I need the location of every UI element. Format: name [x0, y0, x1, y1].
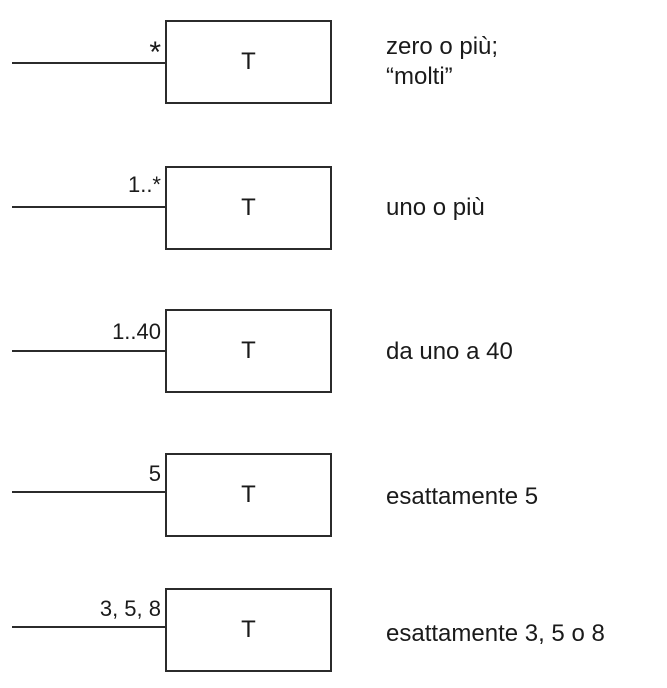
class-name: T — [241, 194, 256, 221]
multiplicity-row-exactly-3-5-8: 3, 5, 8 T esattamente 3, 5 o 8 — [0, 588, 667, 688]
association-line — [12, 350, 165, 352]
class-name: T — [241, 481, 256, 508]
association-line — [12, 206, 165, 208]
multiplicity-label: 3, 5, 8 — [99, 596, 161, 621]
description-line: zero o più; — [386, 33, 499, 60]
class-name: T — [241, 337, 256, 364]
multiplicity-label: * — [149, 36, 161, 69]
multiplicity-description: zero o più; “molti” — [386, 32, 498, 92]
class-box: T — [165, 309, 332, 393]
multiplicity-description: esattamente 5 — [386, 483, 539, 510]
association-line — [12, 626, 165, 628]
multiplicity-description: da uno a 40 — [386, 338, 513, 365]
multiplicity-row-zero-or-more: * T zero o più; “molti” — [0, 20, 667, 120]
class-box: T — [165, 166, 332, 250]
class-name: T — [241, 616, 256, 643]
description-line: “molti” — [386, 63, 453, 90]
class-box: T — [165, 20, 332, 104]
class-name: T — [241, 48, 256, 75]
multiplicity-row-one-or-more: 1..* T uno o più — [0, 166, 667, 266]
multiplicity-label: 1..* — [127, 172, 161, 197]
multiplicity-label: 1..40 — [112, 319, 161, 344]
multiplicity-row-exactly-five: 5 T esattamente 5 — [0, 453, 667, 553]
multiplicity-description: uno o più — [386, 194, 485, 221]
multiplicity-description: esattamente 3, 5 o 8 — [386, 620, 605, 647]
class-box: T — [165, 453, 332, 537]
multiplicity-label: 5 — [148, 461, 161, 486]
association-line — [12, 62, 165, 64]
class-box: T — [165, 588, 332, 672]
association-line — [12, 491, 165, 493]
multiplicity-row-one-to-forty: 1..40 T da uno a 40 — [0, 309, 667, 409]
